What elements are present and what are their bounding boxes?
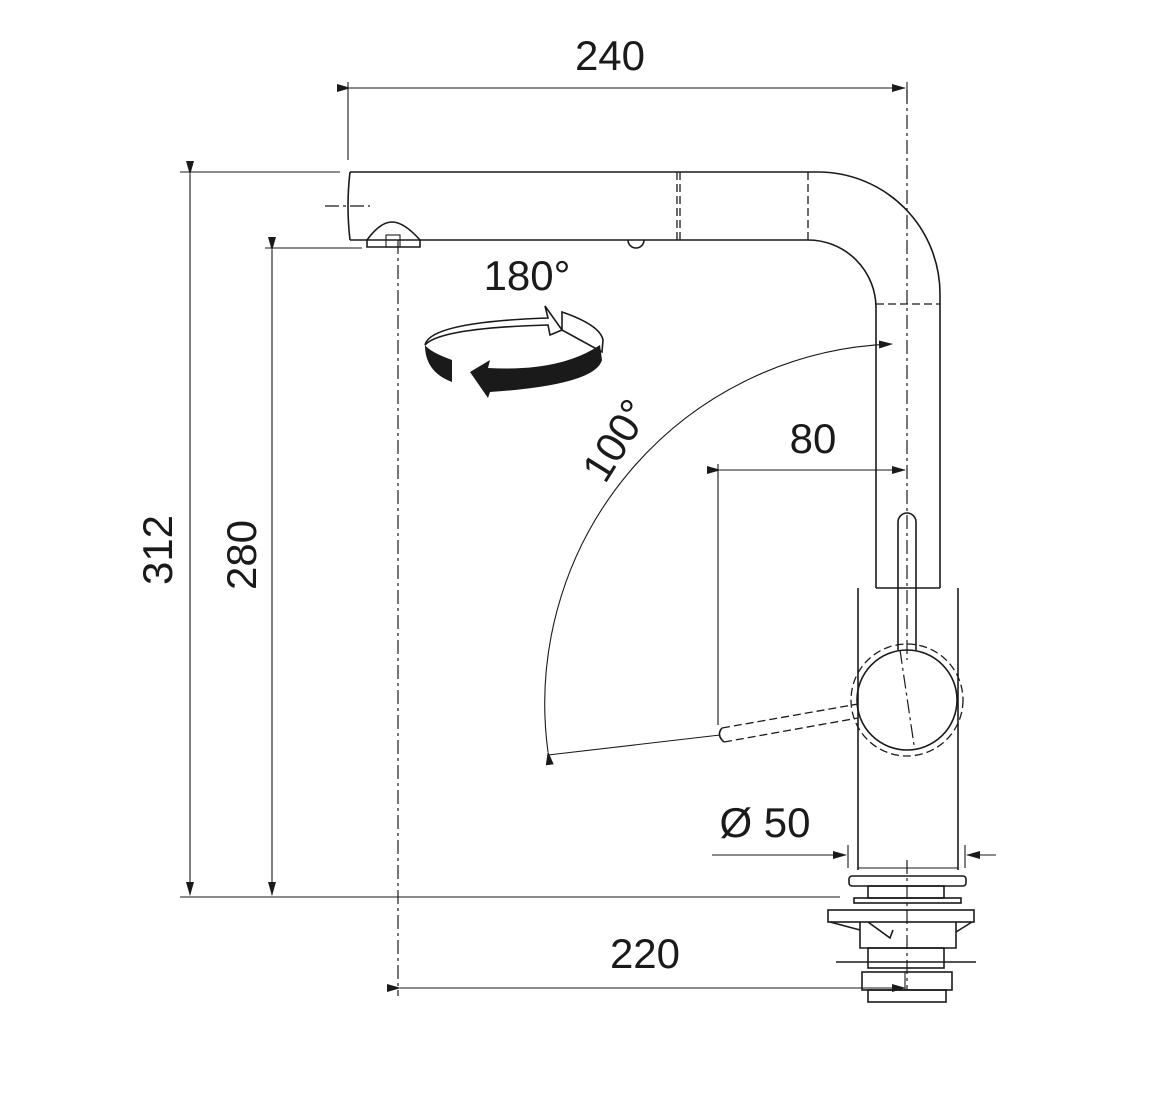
dimension-280-label: 280 — [218, 520, 265, 590]
dimension-240-label: 240 — [575, 32, 645, 79]
dimension-diameter-label: Ø 50 — [719, 799, 810, 846]
dimension-220: 220 — [387, 240, 906, 996]
dimension-80-label: 80 — [790, 415, 837, 462]
lever-angle-label: 100° — [573, 391, 659, 490]
spout-rotation-icon: 180° — [424, 252, 604, 398]
dimension-220-label: 220 — [610, 930, 680, 977]
faucet-body — [325, 90, 976, 1003]
dimension-80: 80 — [707, 415, 906, 725]
dimension-diameter-50: Ø 50 — [712, 799, 996, 868]
dimension-240: 240 — [337, 32, 908, 160]
dimension-312: 312 — [134, 161, 840, 898]
dimension-312-label: 312 — [134, 515, 181, 585]
dimension-280: 280 — [218, 237, 362, 896]
spout-rotation-label: 180° — [484, 252, 571, 299]
